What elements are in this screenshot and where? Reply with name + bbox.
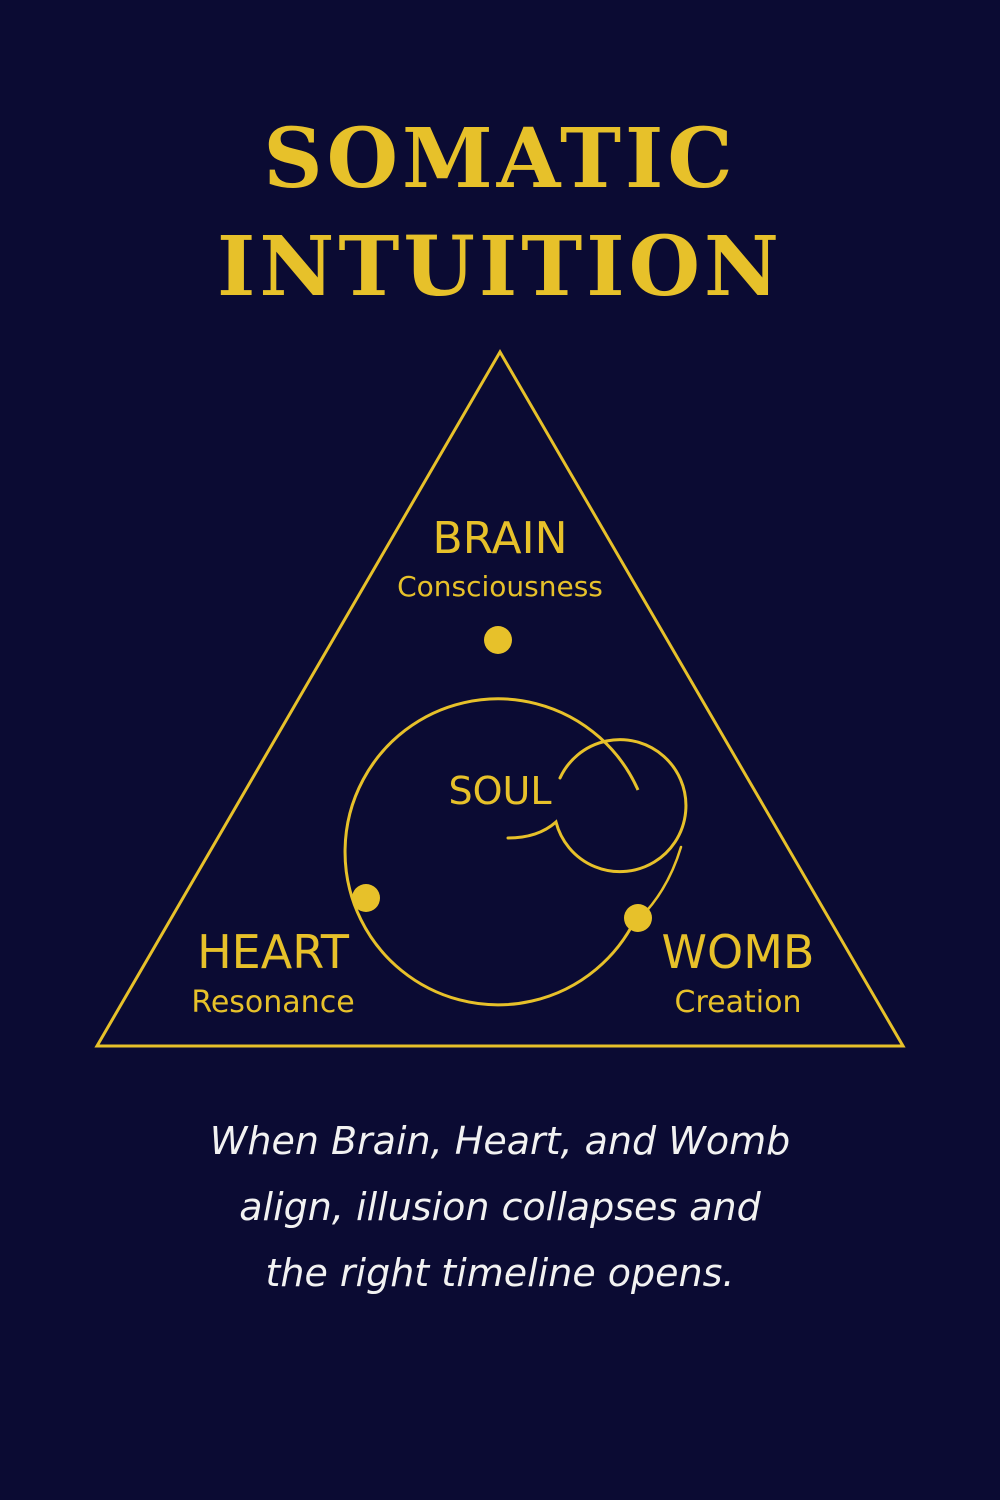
caption-line-3: the right timeline opens. bbox=[265, 1251, 735, 1295]
womb-node-dot bbox=[624, 904, 652, 932]
heart-sublabel: Resonance bbox=[191, 985, 354, 1020]
triangle-outline bbox=[94, 349, 906, 1048]
outer-orbit-arc bbox=[343, 697, 640, 1007]
womb-label: WOMB bbox=[662, 925, 815, 979]
title-line-1: SOMATIC bbox=[263, 111, 737, 207]
womb-sublabel: Creation bbox=[675, 985, 802, 1020]
brain-label: BRAIN bbox=[433, 513, 568, 564]
heart-node-dot bbox=[352, 884, 380, 912]
heart-label: HEART bbox=[197, 925, 350, 979]
title-line-2: INTUITION bbox=[217, 219, 783, 315]
brain-sublabel: Consciousness bbox=[397, 570, 603, 603]
soul-spiral bbox=[506, 738, 688, 874]
caption-line-1: When Brain, Heart, and Womb bbox=[209, 1119, 791, 1163]
soul-label: SOUL bbox=[448, 769, 551, 813]
brain-node-dot bbox=[484, 626, 512, 654]
caption-line-2: align, illusion collapses and bbox=[239, 1185, 761, 1229]
